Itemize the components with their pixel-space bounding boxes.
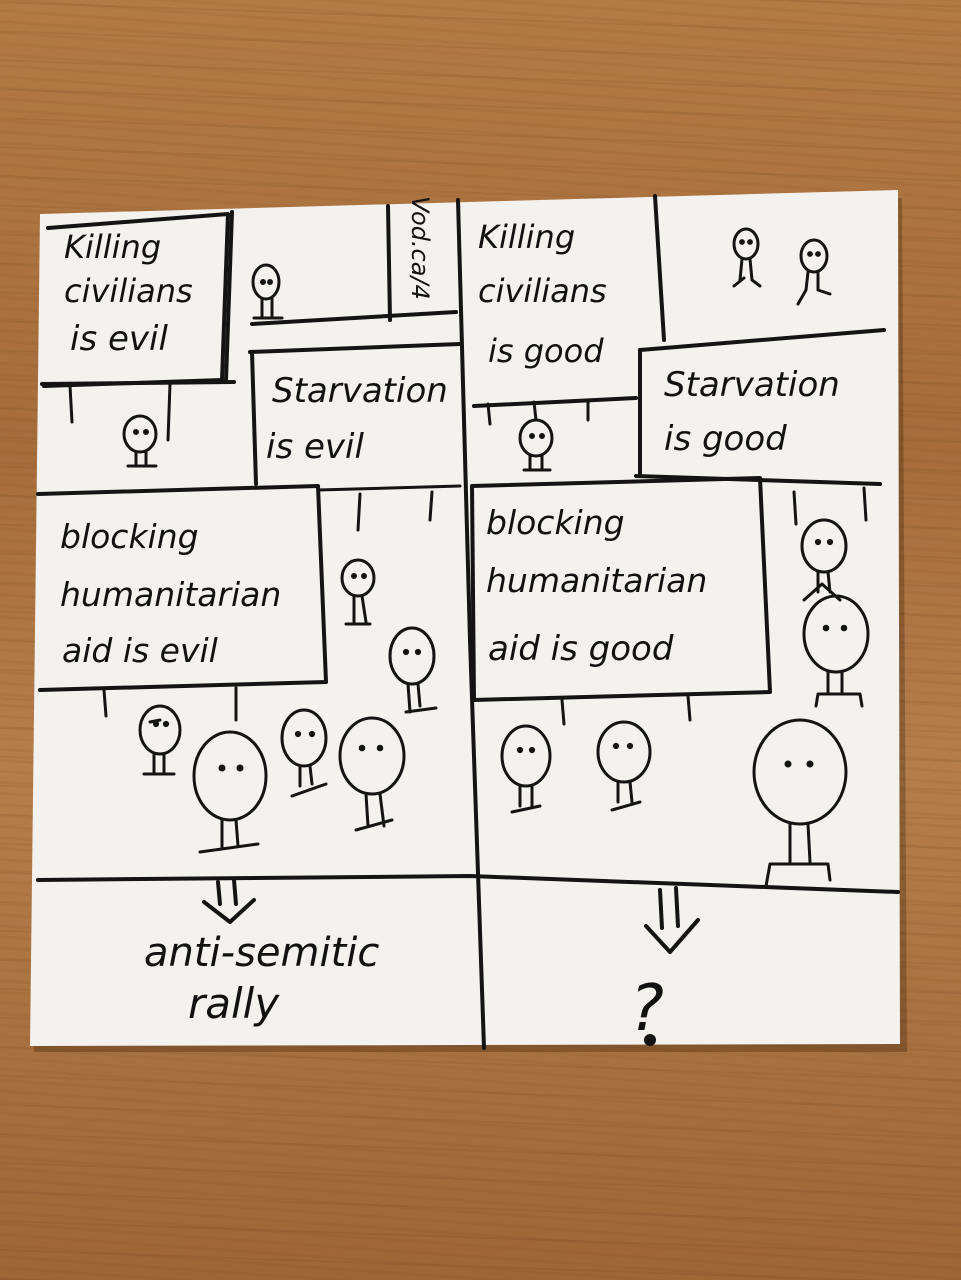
svg-text:Killing: Killing [64, 228, 161, 266]
left-crowd [122, 263, 438, 854]
right-crowd [500, 227, 870, 888]
svg-text:humanitarian: humanitarian [486, 561, 707, 600]
svg-text:Starvation: Starvation [272, 371, 448, 411]
svg-text:is evil: is evil [70, 319, 168, 359]
stick-figure [340, 558, 376, 626]
svg-text:Killing: Killing [478, 218, 575, 256]
svg-text:is evil: is evil [266, 427, 364, 467]
left-sign-killing-civilians: Killing civilians is evil [42, 212, 230, 442]
svg-text:rally: rally [188, 979, 280, 1028]
right-sign-blocking-aid: blocking humanitarian aid is good [470, 476, 772, 726]
stick-figure [732, 227, 762, 288]
stick-figure [280, 708, 328, 798]
svg-text:anti-semitic: anti-semitic [144, 930, 379, 976]
stick-figure [338, 716, 406, 832]
stick-figure [122, 414, 158, 468]
svg-text:humanitarian: humanitarian [60, 575, 281, 614]
svg-text:civilians: civilians [64, 272, 193, 310]
svg-text:is good: is good [664, 419, 787, 459]
watermark: Vod.ca/4 [406, 196, 434, 300]
stick-figure [796, 238, 832, 306]
stick-figure [802, 594, 870, 708]
stick-figure [752, 718, 848, 888]
svg-text:civilians: civilians [478, 272, 607, 310]
right-sign-killing-civilians: Killing civilians is good [478, 218, 607, 426]
svg-text:is good: is good [488, 332, 604, 370]
left-sign-blocking-aid: blocking humanitarian aid is evil [36, 484, 462, 722]
svg-text:?: ? [630, 972, 664, 1046]
svg-text:Starvation: Starvation [664, 365, 840, 405]
stick-figure [596, 720, 652, 812]
svg-text:aid is good: aid is good [488, 629, 674, 669]
stick-figure [518, 418, 554, 472]
stick-figure [138, 704, 182, 776]
svg-text:blocking: blocking [486, 503, 625, 542]
stick-figure [500, 724, 552, 814]
stick-figure [388, 626, 438, 714]
svg-text:aid is evil: aid is evil [62, 631, 218, 670]
stick-figure [192, 730, 268, 854]
left-result: anti-semitic rally [144, 878, 379, 1028]
left-sign-starvation: Starvation is evil [248, 342, 462, 532]
stick-figure [251, 263, 284, 320]
right-sign-starvation: Starvation is good [634, 348, 882, 526]
right-result: ? [630, 886, 700, 1046]
svg-text:blocking: blocking [60, 517, 199, 556]
paper-card [30, 190, 900, 1046]
